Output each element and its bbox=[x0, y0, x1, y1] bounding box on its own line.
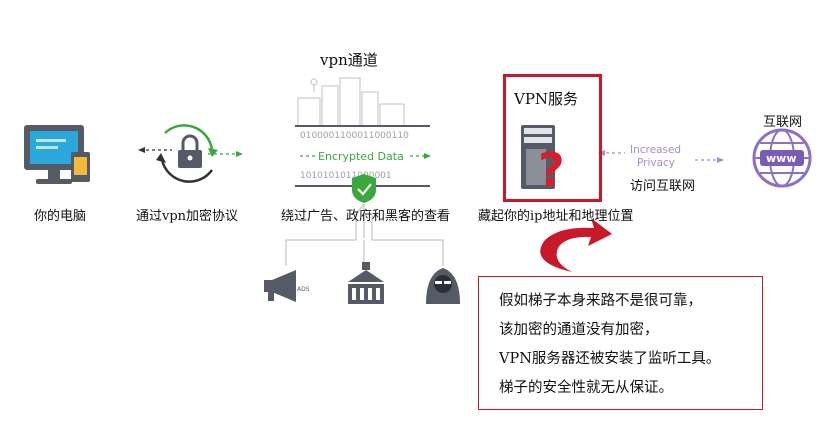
your-computer-label: 你的电脑 bbox=[34, 209, 87, 224]
vpn-encryption-label: 通过vpn加密协议 bbox=[136, 209, 239, 224]
warning-note: 假如梯子本身来路不是很可靠， 该加密的通道没有加密， VPN服务器还被安装了监听… bbox=[478, 276, 763, 410]
government-icon bbox=[348, 262, 384, 304]
visit-internet-label: 访问互联网 bbox=[630, 179, 696, 194]
curved-arrow-icon bbox=[540, 218, 612, 272]
server-icon bbox=[521, 125, 555, 189]
internet-title: 互联网 bbox=[763, 115, 803, 130]
hide-ip-label: 藏起你的ip地址和地理位置 bbox=[478, 209, 634, 224]
svg-text:Increased: Increased bbox=[630, 144, 681, 156]
megaphone-icon: ADS bbox=[264, 270, 310, 302]
hide-from-label: 绕过广告、政府和黑客的查看 bbox=[281, 209, 451, 224]
lock-icon bbox=[156, 124, 218, 183]
globe-icon: www bbox=[752, 128, 812, 188]
hacker-icon bbox=[426, 268, 460, 304]
svg-text:Privacy: Privacy bbox=[637, 157, 675, 169]
note-line-3: VPN服务器还被安装了监听工具。 bbox=[499, 351, 721, 367]
city-icon bbox=[297, 77, 405, 127]
vpn-service-title: VPN服务 bbox=[514, 90, 579, 108]
shield-icon bbox=[352, 174, 376, 203]
svg-text:?: ? bbox=[538, 143, 565, 197]
threat-connectors bbox=[285, 203, 444, 266]
vpn-service-box bbox=[503, 74, 602, 202]
svg-text:Encrypted Data: Encrypted Data bbox=[318, 150, 404, 163]
note-line-2: 该加密的通道没有加密， bbox=[499, 322, 659, 338]
svg-text:1010101011000001: 1010101011000001 bbox=[300, 171, 392, 181]
privacy-arrows: Increased Privacy bbox=[598, 144, 724, 169]
note-line-4: 梯子的安全性就无从保证。 bbox=[499, 380, 673, 396]
svg-text:www: www bbox=[766, 152, 797, 165]
dashed-arrows-lock bbox=[138, 147, 243, 157]
question-mark-icon: ? bbox=[538, 143, 565, 197]
vpn-tunnel-title: vpn通道 bbox=[320, 51, 378, 69]
note-line-1: 假如梯子本身来路不是很可靠， bbox=[499, 293, 702, 309]
svg-text:0100001100011000110: 0100001100011000110 bbox=[300, 131, 409, 141]
computer-icon bbox=[24, 125, 90, 184]
svg-text:ADS: ADS bbox=[297, 286, 310, 293]
